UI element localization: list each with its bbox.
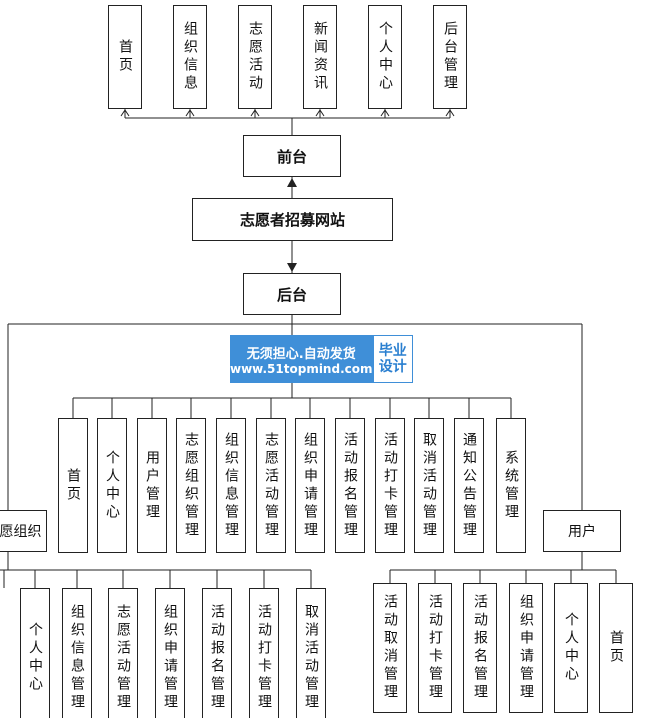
front-module-5: 后台管理 [433,5,467,109]
admin-module-1: 个人中心 [97,418,127,553]
watermark-line1: 无须担心.自动发货 [246,346,356,362]
arrow-up-icon [380,109,390,117]
site-node: 志愿者招募网站 [192,198,393,241]
user-node: 用户 [543,510,621,552]
user-module-0: 活动取消管理 [373,583,407,713]
arrow-up-icon [250,109,260,117]
user-module-1: 活动打卡管理 [418,583,452,713]
arrow-up-icon [185,109,195,117]
admin-module-2: 用户管理 [137,418,167,553]
org-module-4: 活动报名管理 [202,588,232,718]
arrow-up-icon [315,109,325,117]
front-module-4: 个人中心 [368,5,402,109]
org-module-2: 志愿活动管理 [108,588,138,718]
front-module-3: 新闻资讯 [303,5,337,109]
org-module-5: 活动打卡管理 [249,588,279,718]
front-node: 前台 [243,135,341,177]
admin-module-4: 组织信息管理 [216,418,246,553]
user-label: 用户 [568,524,596,540]
org-label: 志愿组织 [0,524,42,540]
arrow-up-icon [120,109,130,117]
admin-module-8: 活动打卡管理 [375,418,405,553]
org-module-0: 个人中心 [20,588,50,718]
front-label: 前台 [276,147,307,166]
front-module-2: 志愿活动 [238,5,272,109]
arrow-down-icon [287,263,297,272]
org-module-3: 组织申请管理 [155,588,185,718]
watermark: 无须担心.自动发货 www.51topmind.com 毕业设计 [230,335,413,383]
admin-module-9: 取消活动管理 [414,418,444,553]
user-module-2: 活动报名管理 [463,583,497,713]
admin-module-11: 系统管理 [496,418,526,553]
watermark-text: 无须担心.自动发货 www.51topmind.com [230,335,373,383]
user-module-3: 组织申请管理 [509,583,543,713]
admin-module-10: 通知公告管理 [454,418,484,553]
arrow-up-icon [445,109,455,117]
watermark-badge: 毕业设计 [372,335,413,383]
user-module-4: 个人中心 [554,583,588,713]
front-module-0: 首页 [108,5,142,109]
back-label: 后台 [276,285,307,304]
watermark-line2: www.51topmind.com [230,361,373,376]
admin-module-5: 志愿活动管理 [256,418,286,553]
user-module-5: 首页 [599,583,633,713]
arrow-up-icon [287,178,297,187]
org-module-1: 组织信息管理 [62,588,92,718]
front-module-1: 组织信息 [173,5,207,109]
admin-module-6: 组织申请管理 [295,418,325,553]
org-node: 志愿组织 [0,510,47,552]
site-label: 志愿者招募网站 [239,211,345,229]
admin-module-7: 活动报名管理 [335,418,365,553]
admin-module-3: 志愿组织管理 [176,418,206,553]
back-node: 后台 [243,273,341,315]
org-module-6: 取消活动管理 [296,588,326,718]
admin-module-0: 首页 [58,418,88,553]
